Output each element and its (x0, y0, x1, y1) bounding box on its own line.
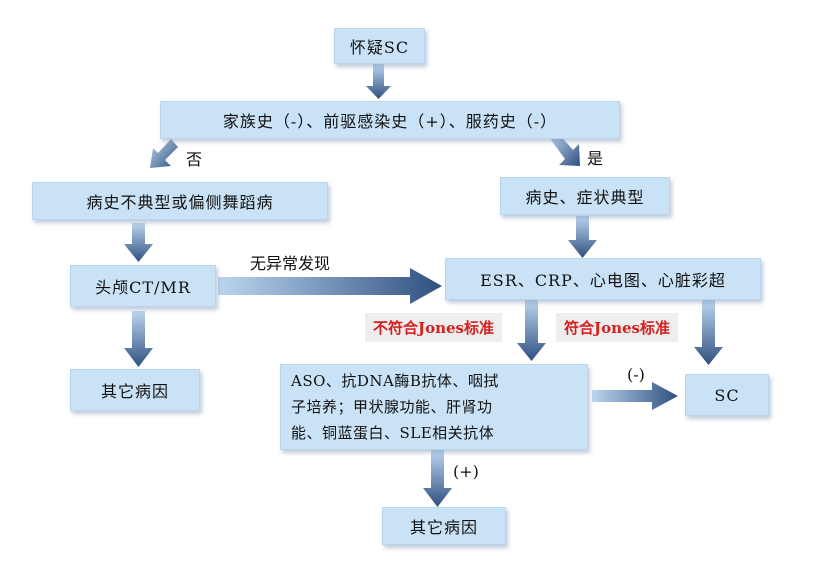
node-atypical-label: 病史不典型或偏侧舞蹈病 (86, 193, 274, 212)
arrow-typical-to-tests (568, 216, 597, 258)
arrow-aso-to-sc (592, 382, 678, 410)
label-no: 否 (186, 150, 203, 169)
node-suspect-sc-label: 怀疑SC (349, 38, 410, 57)
node-history: 家族史（-）、前驱感染史（+）、服药史（-） (160, 101, 620, 139)
label-yes: 是 (587, 149, 604, 168)
node-sc-label: SC (714, 385, 740, 405)
label-no-abnormal: 无异常发现 (250, 254, 331, 273)
node-head-ct-label: 头颅CT/MR (95, 278, 191, 297)
node-typical: 病史、症状典型 (500, 177, 670, 215)
arrow-tests-to-sc (694, 300, 723, 365)
node-aso-line3: 能、铜蓝蛋白、SLE相关抗体 (291, 424, 495, 442)
node-typical-label: 病史、症状典型 (525, 188, 645, 207)
node-other-cause-bottom-label: 其它病因 (409, 518, 478, 537)
node-head-ct: 头颅CT/MR (70, 265, 216, 307)
node-tests: ESR、CRP、心电图、心脏彩超 (445, 258, 761, 300)
arrow-atypical-to-headct (124, 223, 153, 262)
node-aso-text: ASO、抗DNA酶B抗体、咽拭 子培养；甲状腺功能、肝肾功 能、铜蓝蛋白、SLE… (291, 368, 499, 446)
label-positive: (+) (453, 462, 479, 481)
node-other-cause-left: 其它病因 (70, 369, 200, 411)
label-not-meet-jones: 不符合Jones标准 (365, 313, 502, 342)
node-aso: ASO、抗DNA酶B抗体、咽拭 子培养；甲状腺功能、肝肾功 能、铜蓝蛋白、SLE… (280, 364, 588, 450)
node-atypical: 病史不典型或偏侧舞蹈病 (32, 182, 328, 220)
node-aso-line2: 子培养；甲状腺功能、肝肾功 (291, 398, 493, 416)
node-other-cause-bottom: 其它病因 (382, 507, 506, 545)
arrow-suspect-to-history (366, 64, 391, 99)
node-suspect-sc: 怀疑SC (334, 28, 425, 64)
arrow-headct-to-tests (218, 268, 442, 304)
arrow-tests-to-aso (517, 300, 546, 361)
node-aso-line1: ASO、抗DNA酶B抗体、咽拭 (291, 372, 499, 390)
node-tests-label: ESR、CRP、心电图、心脏彩超 (480, 271, 726, 290)
label-meet-jones: 符合Jones标准 (556, 313, 678, 342)
node-history-label: 家族史（-）、前驱感染史（+）、服药史（-） (222, 112, 558, 131)
arrow-aso-to-other-bottom (423, 450, 452, 507)
node-sc: SC (685, 374, 769, 416)
arrow-headct-to-other-left (124, 311, 153, 367)
label-negative: (-) (627, 365, 645, 384)
arrow-history-to-typical (551, 133, 580, 166)
arrow-history-to-atypical (150, 139, 178, 168)
node-other-cause-left-label: 其它病因 (100, 382, 169, 401)
